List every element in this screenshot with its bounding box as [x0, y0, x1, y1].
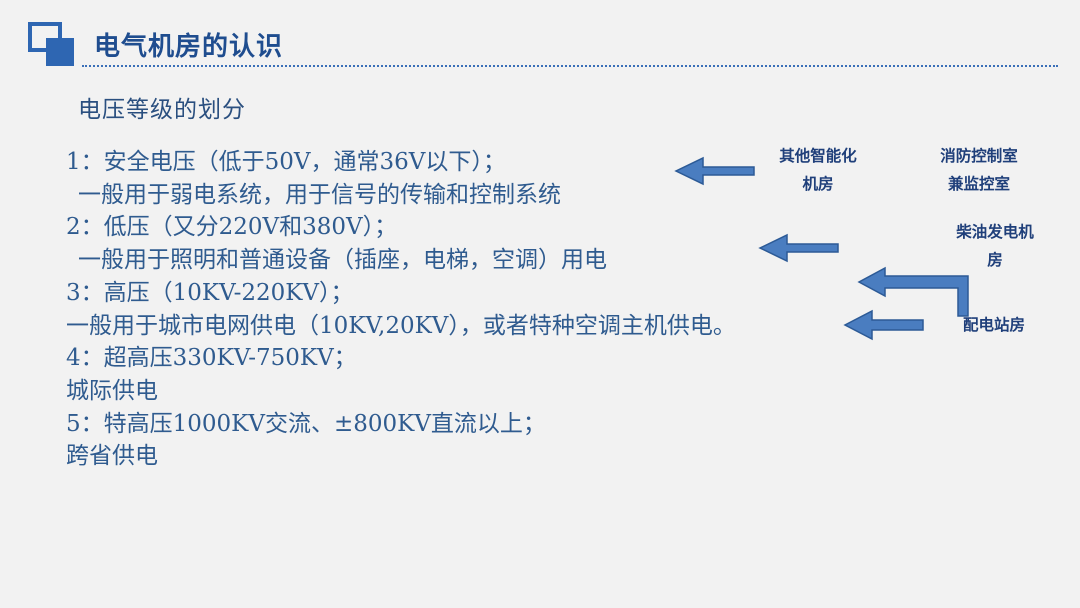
substation-label: 配电站房	[962, 316, 1025, 334]
arrow-to-level-3-usage-icon	[843, 309, 924, 341]
level-4-heading: 4：超高压330KV-750KV；	[66, 345, 357, 372]
level-2-usage: 一般用于照明和普通设备（插座，电梯，空调）用电	[78, 247, 607, 274]
level-1-heading: 1：安全电压（低于50V，通常36V以下）；	[66, 149, 506, 175]
arrow-to-level-1-icon	[674, 156, 755, 186]
logo-square-outline	[28, 22, 62, 52]
level-3-heading: 3：高压（10KV-220KV）；	[66, 279, 354, 306]
level-5-usage: 跨省供电	[66, 443, 158, 470]
page-title: 电气机房的认识	[94, 32, 284, 62]
fire-control-room-label: 消防控制室 兼监控室	[940, 147, 1018, 193]
title-divider	[82, 65, 1058, 67]
level-2-heading: 2：低压（又分220V和380V）；	[66, 214, 398, 241]
section-subtitle: 电压等级的划分	[78, 97, 246, 123]
logo-square-filled	[46, 38, 74, 66]
bent-arrow-to-level-3-icon	[857, 266, 969, 317]
arrow-to-level-2-icon	[758, 233, 839, 263]
voltage-levels-list: 1：安全电压（低于50V，通常36V以下）； 一般用于弱电系统，用于信号的传输和…	[66, 146, 866, 473]
smart-room-label: 其他智能化 机房	[779, 147, 857, 193]
logo-icon	[28, 22, 76, 68]
level-3-usage: 一般用于城市电网供电（10KV,20KV），或者特种空调主机供电。	[66, 312, 736, 339]
level-1-usage: 一般用于弱电系统，用于信号的传输和控制系统	[78, 181, 561, 208]
diesel-generator-room-label: 柴油发电机 房	[956, 223, 1034, 269]
level-4-usage: 城际供电	[66, 377, 158, 404]
level-5-heading: 5：特高压1000KV交流、±800KV直流以上；	[66, 410, 546, 437]
